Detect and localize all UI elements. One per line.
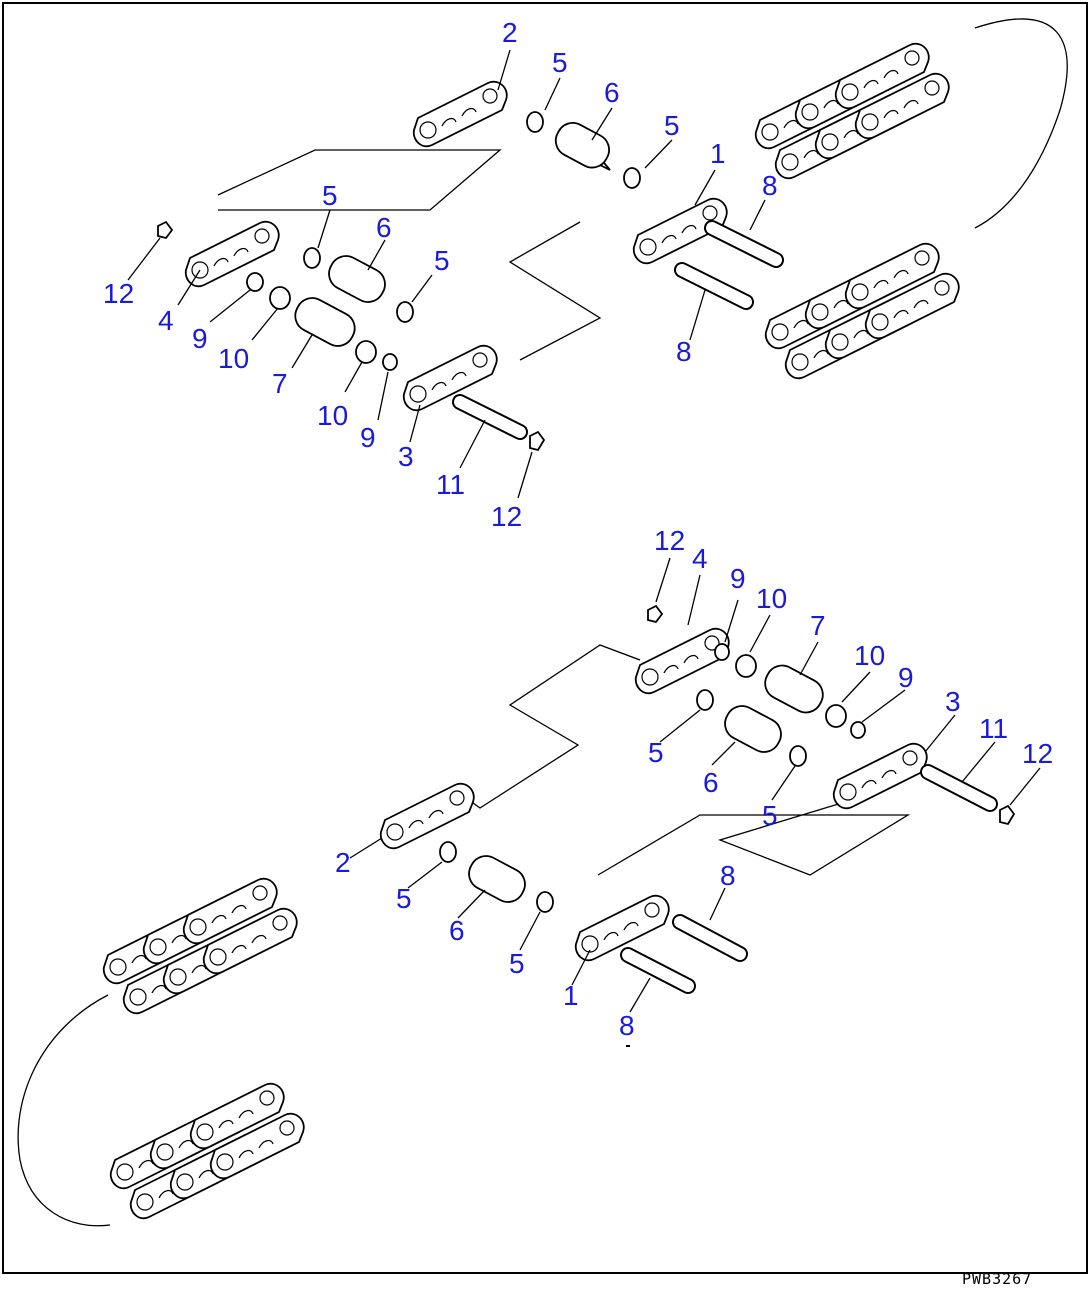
guide-line-upper-2: [508, 221, 602, 361]
callout-5: 5: [552, 47, 568, 78]
callout-10: 10: [218, 343, 249, 374]
washer-10-upper-b: [355, 340, 377, 364]
ring-12-upper-b: [529, 430, 546, 452]
callout-11: 11: [436, 469, 465, 500]
callout-10: 10: [317, 400, 348, 431]
callout-1: 1: [563, 980, 579, 1011]
chain-loop-arc-lower: [17, 994, 111, 1227]
ring-12-upper-a: [157, 220, 174, 240]
seal-5-lower-c: [439, 841, 457, 863]
callout-2: 2: [335, 847, 351, 878]
callout-7: 7: [272, 368, 288, 399]
track-link-3-lower: [832, 742, 928, 810]
bushing-7-upper: [294, 297, 356, 347]
callout-8: 8: [619, 1010, 635, 1041]
lower-assembly: [17, 557, 1041, 1227]
drawing-code: PWB3267: [962, 1270, 1032, 1288]
guide-line-lower-2: [597, 794, 911, 876]
guide-line-upper-1: [217, 149, 502, 211]
washer-9-lower-a: [714, 643, 730, 661]
pin-8-upper-b: [674, 262, 754, 310]
guide-line-lower-1: [454, 644, 641, 809]
callout-9: 9: [360, 422, 376, 453]
callout-8: 8: [762, 170, 778, 201]
seal-5-lower-d: [536, 891, 554, 913]
callout-10: 10: [756, 583, 787, 614]
callout-3: 3: [945, 686, 961, 717]
chain-segment-lower-left-bottom: [111, 1084, 304, 1219]
callout-5: 5: [322, 180, 338, 211]
track-link-4-upper: [184, 220, 280, 288]
callout-6: 6: [449, 915, 465, 946]
callout-5: 5: [396, 883, 412, 914]
seal-5-lower-b: [789, 745, 807, 767]
chain-segment-upper-right-top: [756, 44, 949, 179]
pin-11-lower: [920, 764, 998, 812]
callout-9: 9: [730, 563, 746, 594]
track-link-3-upper: [402, 344, 498, 412]
seal-5-upper-d: [396, 301, 414, 323]
callout-9: 9: [192, 323, 208, 354]
callout-8: 8: [720, 860, 736, 891]
washer-9-upper-a: [246, 272, 264, 292]
leaders-upper: [127, 49, 766, 499]
callout-12: 12: [103, 278, 134, 309]
washer-10-lower-a: [735, 654, 757, 678]
callout-5: 5: [762, 800, 778, 831]
callout-12: 12: [491, 501, 522, 532]
washer-9-lower-b: [850, 721, 866, 739]
callout-11: 11: [979, 713, 1008, 744]
pin-8-lower-b: [620, 947, 696, 994]
bushing-6-upper-b: [328, 255, 386, 303]
callout-12: 12: [654, 525, 685, 556]
track-link-2-upper: [412, 80, 508, 148]
callout-labels: 2 5 6 5 1 8 5 6 5 12 4 9 10 7 10 9 3 11 …: [103, 17, 1053, 1041]
callout-5: 5: [648, 737, 664, 768]
callout-8: 8: [676, 336, 692, 367]
bushing-6-lower-a: [724, 705, 782, 753]
callout-3: 3: [398, 441, 414, 472]
callout-1: 1: [710, 138, 726, 169]
leaders-lower: [349, 557, 1041, 1013]
callout-7: 7: [810, 610, 826, 641]
chain-loop-arc-upper: [974, 18, 1068, 229]
callout-6: 6: [703, 767, 719, 798]
callout-9: 9: [898, 662, 914, 693]
bushing-6-lower-b: [468, 855, 526, 903]
callout-10: 10: [854, 640, 885, 671]
track-link-2-lower: [379, 782, 475, 850]
callout-4: 4: [692, 543, 708, 574]
callout-6: 6: [376, 212, 392, 243]
callout-4: 4: [158, 305, 174, 336]
pin-11-upper: [452, 394, 528, 440]
seal-5-upper-c: [303, 247, 321, 269]
ring-12-lower-b: [999, 804, 1016, 826]
washer-10-lower-b: [825, 704, 847, 728]
bushing-6-upper-a: [554, 122, 611, 171]
chain-segment-lower-left-top: [104, 879, 297, 1014]
washer-9-upper-b: [382, 353, 398, 371]
callout-5: 5: [664, 110, 680, 141]
pin-8-upper-a: [704, 220, 784, 268]
seal-5-upper-a: [526, 111, 544, 133]
upper-assembly: [127, 18, 1068, 499]
ring-12-lower-a: [647, 604, 664, 624]
callout-12: 12: [1022, 738, 1053, 769]
chain-segment-upper-right-bottom: [766, 244, 959, 379]
seal-5-lower-a: [696, 689, 714, 711]
track-link-4-lower: [634, 627, 730, 695]
bushing-7-lower: [764, 664, 824, 714]
seal-5-upper-b: [623, 167, 641, 189]
callout-2: 2: [502, 17, 518, 48]
pin-8-lower-a: [672, 914, 748, 962]
callout-6: 6: [604, 77, 620, 108]
callout-5: 5: [509, 948, 525, 979]
callout-5: 5: [434, 245, 450, 276]
washer-10-upper-a: [269, 286, 291, 310]
